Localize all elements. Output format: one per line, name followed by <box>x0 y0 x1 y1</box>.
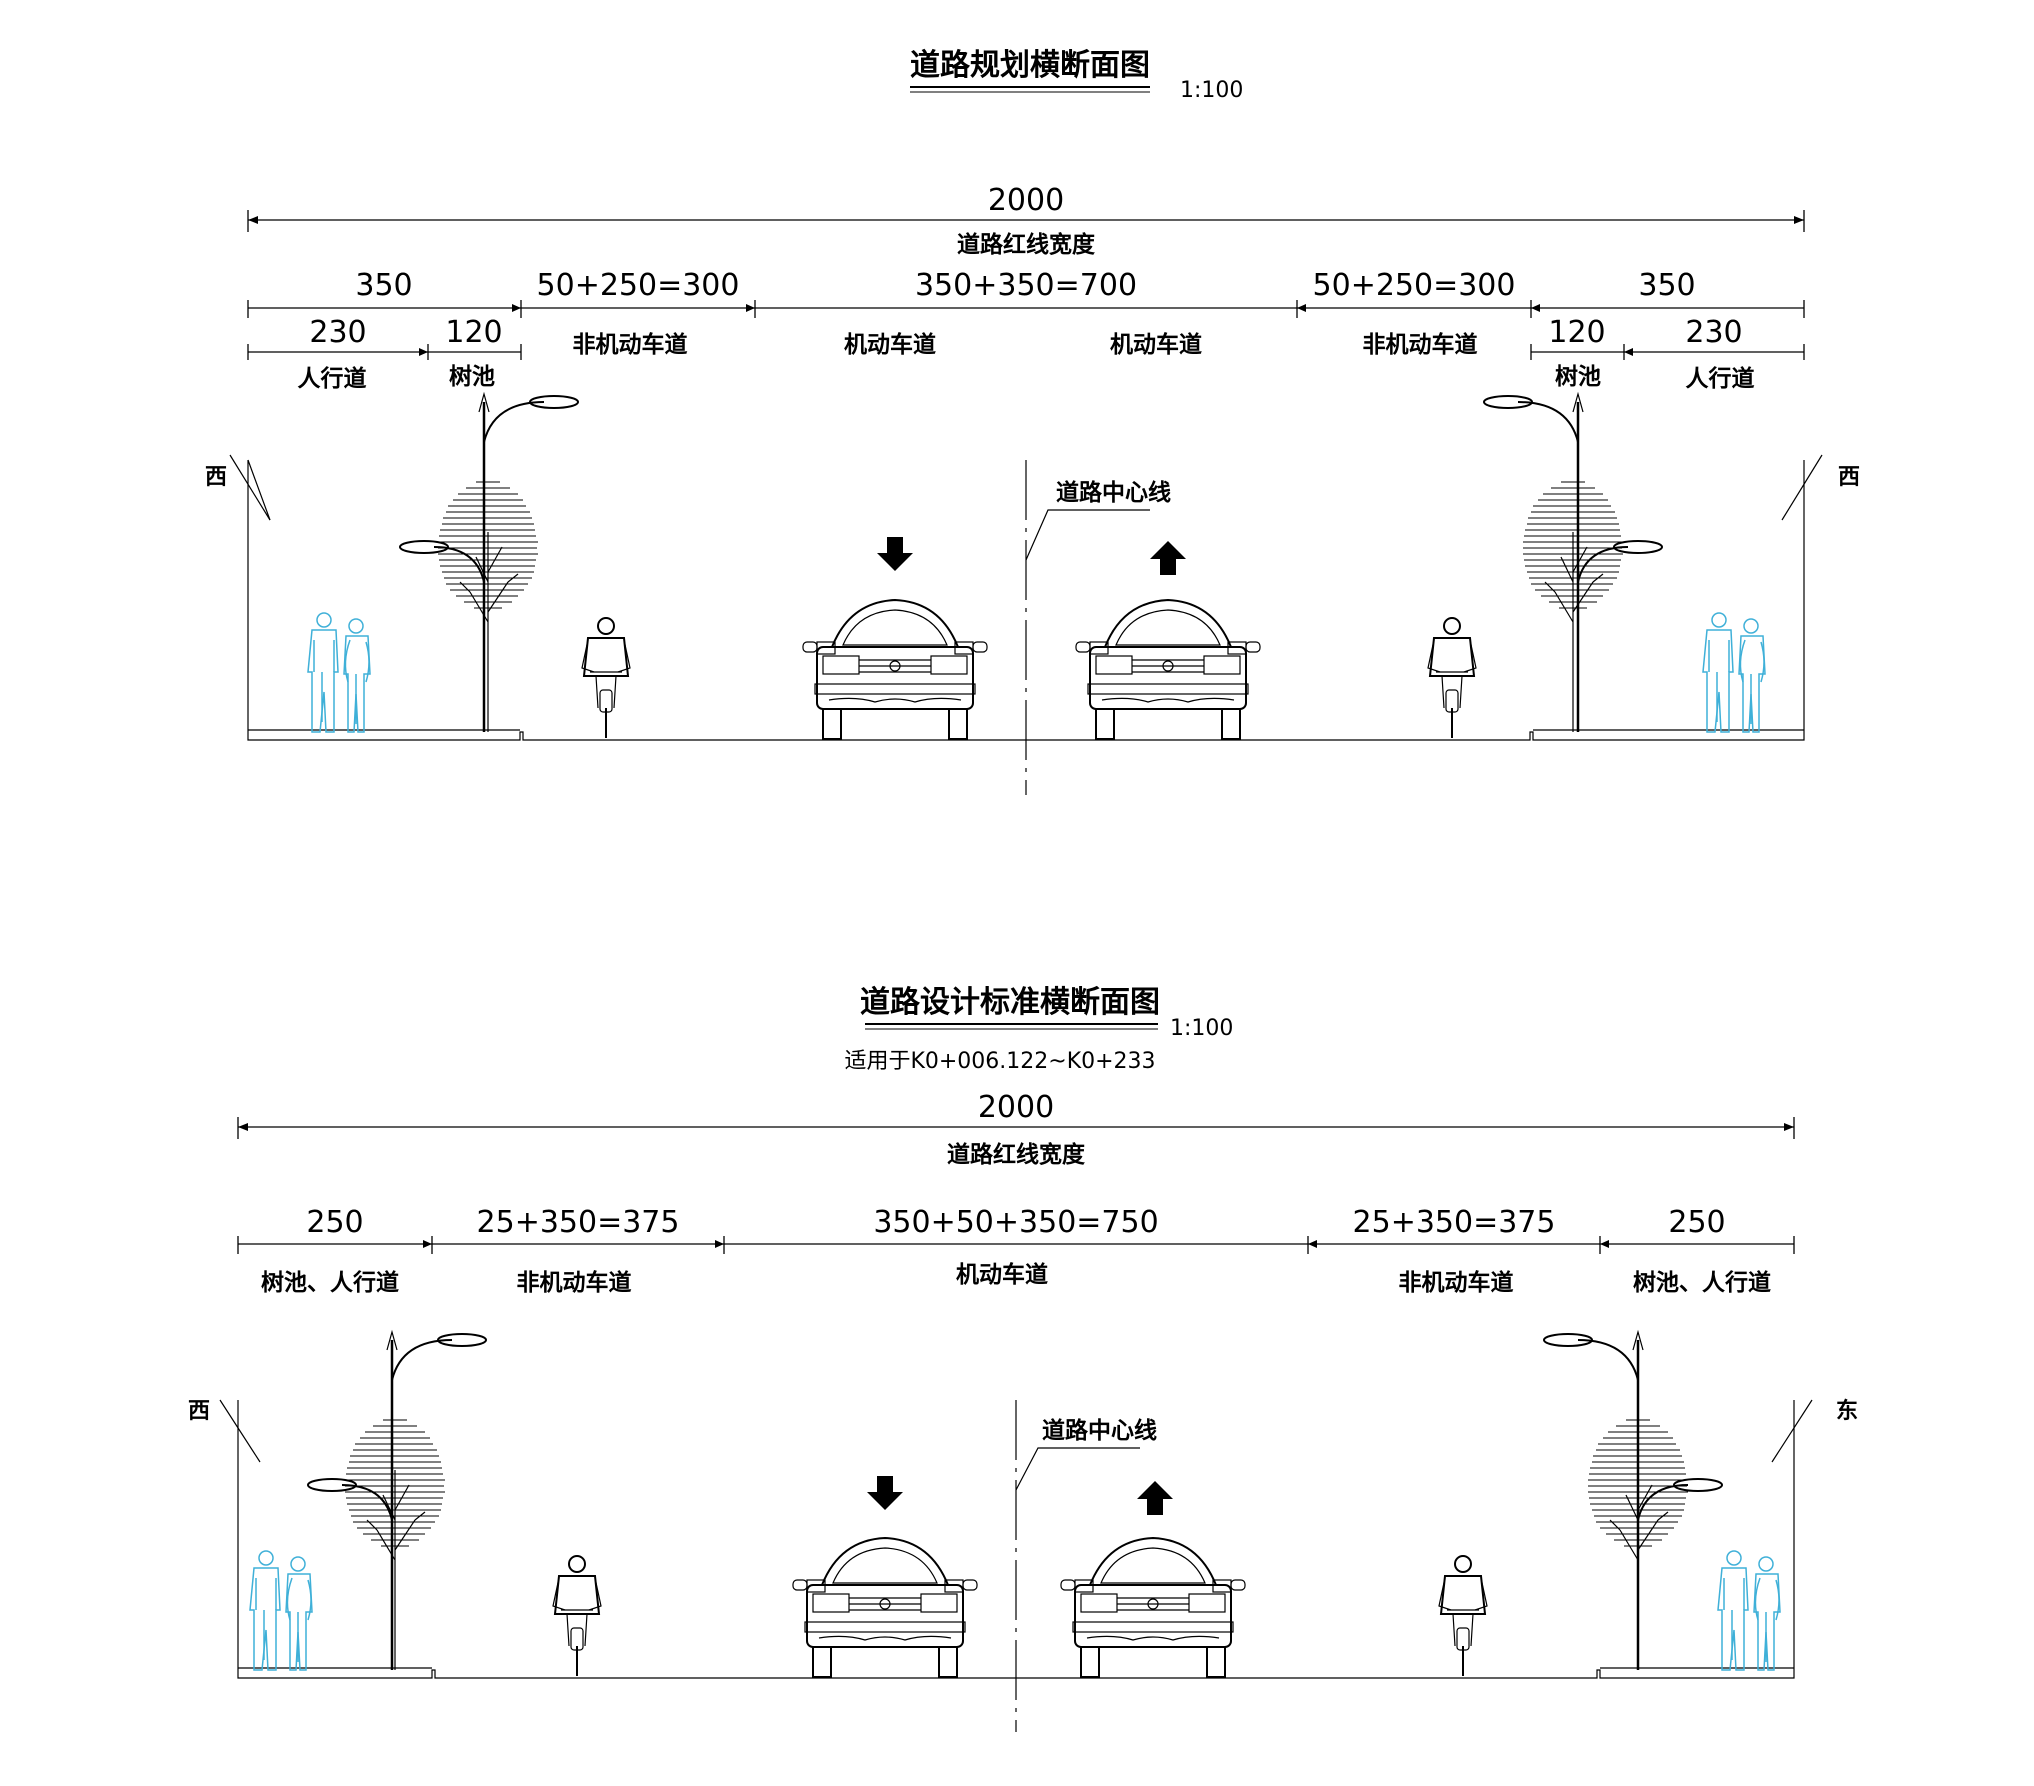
sub-dim: 230 <box>1685 315 1742 350</box>
total-width-dimension: 2000 道路红线宽度 <box>237 1090 1795 1168</box>
segment-dim: 250 <box>1668 1205 1725 1240</box>
total-width-value: 2000 <box>978 1090 1054 1125</box>
cyclist-icon <box>1427 617 1477 739</box>
tree-pit-label: 树池 <box>449 364 495 390</box>
side-label-left: 西 <box>205 465 227 490</box>
segment-dim: 350 <box>355 268 412 303</box>
segment-dim: 350+350=700 <box>915 268 1137 303</box>
pedestrian-icon <box>307 612 371 733</box>
building-edge-icon <box>1771 1399 1813 1463</box>
segment-dim: 250 <box>306 1205 363 1240</box>
applicability-label: 适用于K0+006.122~K0+233 <box>844 1049 1155 1074</box>
bike-lane-label: 非机动车道 <box>573 331 688 358</box>
segment-dimensions: 350 50+250=300 350+350=700 50+250=300 35… <box>247 268 1805 392</box>
sub-dim: 120 <box>445 315 502 350</box>
bike-lane-label: 非机动车道 <box>1363 331 1478 358</box>
tree-icon <box>344 1419 446 1671</box>
pedestrian-icon <box>1702 612 1766 733</box>
tree-pit-sidewalk-label: 树池、人行道 <box>261 1269 399 1296</box>
sidewalk-label: 人行道 <box>298 365 367 392</box>
cyclist-icon <box>581 617 631 739</box>
centerline-label: 道路中心线 <box>1042 1417 1157 1444</box>
road-centerline: 道路中心线 <box>1015 1400 1157 1732</box>
cyclist-icon <box>552 1555 602 1677</box>
street-lamp-icon <box>1542 1330 1724 1672</box>
segment-dim: 25+350=375 <box>1353 1205 1556 1240</box>
tree-icon <box>437 481 539 733</box>
tree-pit-sidewalk-label: 树池、人行道 <box>1633 1269 1771 1296</box>
side-label-right: 西 <box>1838 465 1860 490</box>
car-icon <box>1060 1537 1246 1678</box>
red-line-width-label: 道路红线宽度 <box>947 1141 1086 1168</box>
design-standard-cross-section: 道路设计标准横断面图 1:100 适用于K0+006.122~K0+233 20… <box>188 985 1858 1732</box>
direction-arrow-icon <box>867 1476 903 1510</box>
street-lamp-icon <box>398 392 580 734</box>
segment-dim: 350+50+350=750 <box>873 1205 1158 1240</box>
side-label-right: 东 <box>1836 1398 1858 1424</box>
segment-dimensions: 250 25+350=375 350+50+350=750 25+350=375… <box>237 1205 1795 1296</box>
scale-label: 1:100 <box>1170 1016 1233 1041</box>
car-icon <box>1075 599 1261 740</box>
segment-dim: 50+250=300 <box>537 268 740 303</box>
segment-dim: 350 <box>1638 268 1695 303</box>
cyclist-icon <box>1438 1555 1488 1677</box>
planning-cross-section: 道路规划横断面图 1:100 2000 道路红线宽度 350 50+250=30… <box>205 48 1860 795</box>
car-icon <box>792 1537 978 1678</box>
direction-arrow-icon <box>1137 1481 1173 1515</box>
car-icon <box>802 599 988 740</box>
tree-pit-label: 树池 <box>1555 364 1601 390</box>
section-title: 道路规划横断面图 <box>910 48 1150 83</box>
side-label-left: 西 <box>188 1399 210 1424</box>
red-line-width-label: 道路红线宽度 <box>957 231 1096 258</box>
pedestrian-icon <box>249 1550 313 1671</box>
tree-icon <box>1522 481 1624 733</box>
building-edge-icon <box>1781 454 1823 521</box>
road-centerline: 道路中心线 <box>1025 460 1171 795</box>
direction-arrow-icon <box>1150 541 1186 575</box>
scale-label: 1:100 <box>1180 78 1243 103</box>
sub-dim: 230 <box>309 315 366 350</box>
total-width-value: 2000 <box>988 183 1064 218</box>
motor-lane-label: 机动车道 <box>1110 331 1202 358</box>
motor-lane-label: 机动车道 <box>956 1261 1048 1288</box>
segment-dim: 50+250=300 <box>1313 268 1516 303</box>
sub-dim: 120 <box>1548 315 1605 350</box>
bike-lane-label: 非机动车道 <box>1399 1269 1514 1296</box>
section-title: 道路设计标准横断面图 <box>860 985 1160 1020</box>
pedestrian-icon <box>1717 1550 1781 1671</box>
sidewalk-label: 人行道 <box>1686 365 1755 392</box>
total-width-dimension: 2000 道路红线宽度 <box>247 183 1805 258</box>
segment-dim: 25+350=375 <box>477 1205 680 1240</box>
street-lamp-icon <box>306 1330 488 1672</box>
motor-lane-label: 机动车道 <box>844 331 936 358</box>
centerline-label: 道路中心线 <box>1056 479 1171 506</box>
direction-arrow-icon <box>877 537 913 571</box>
building-edge-icon <box>219 1399 261 1463</box>
building-edge-icon <box>247 459 271 521</box>
bike-lane-label: 非机动车道 <box>517 1269 632 1296</box>
